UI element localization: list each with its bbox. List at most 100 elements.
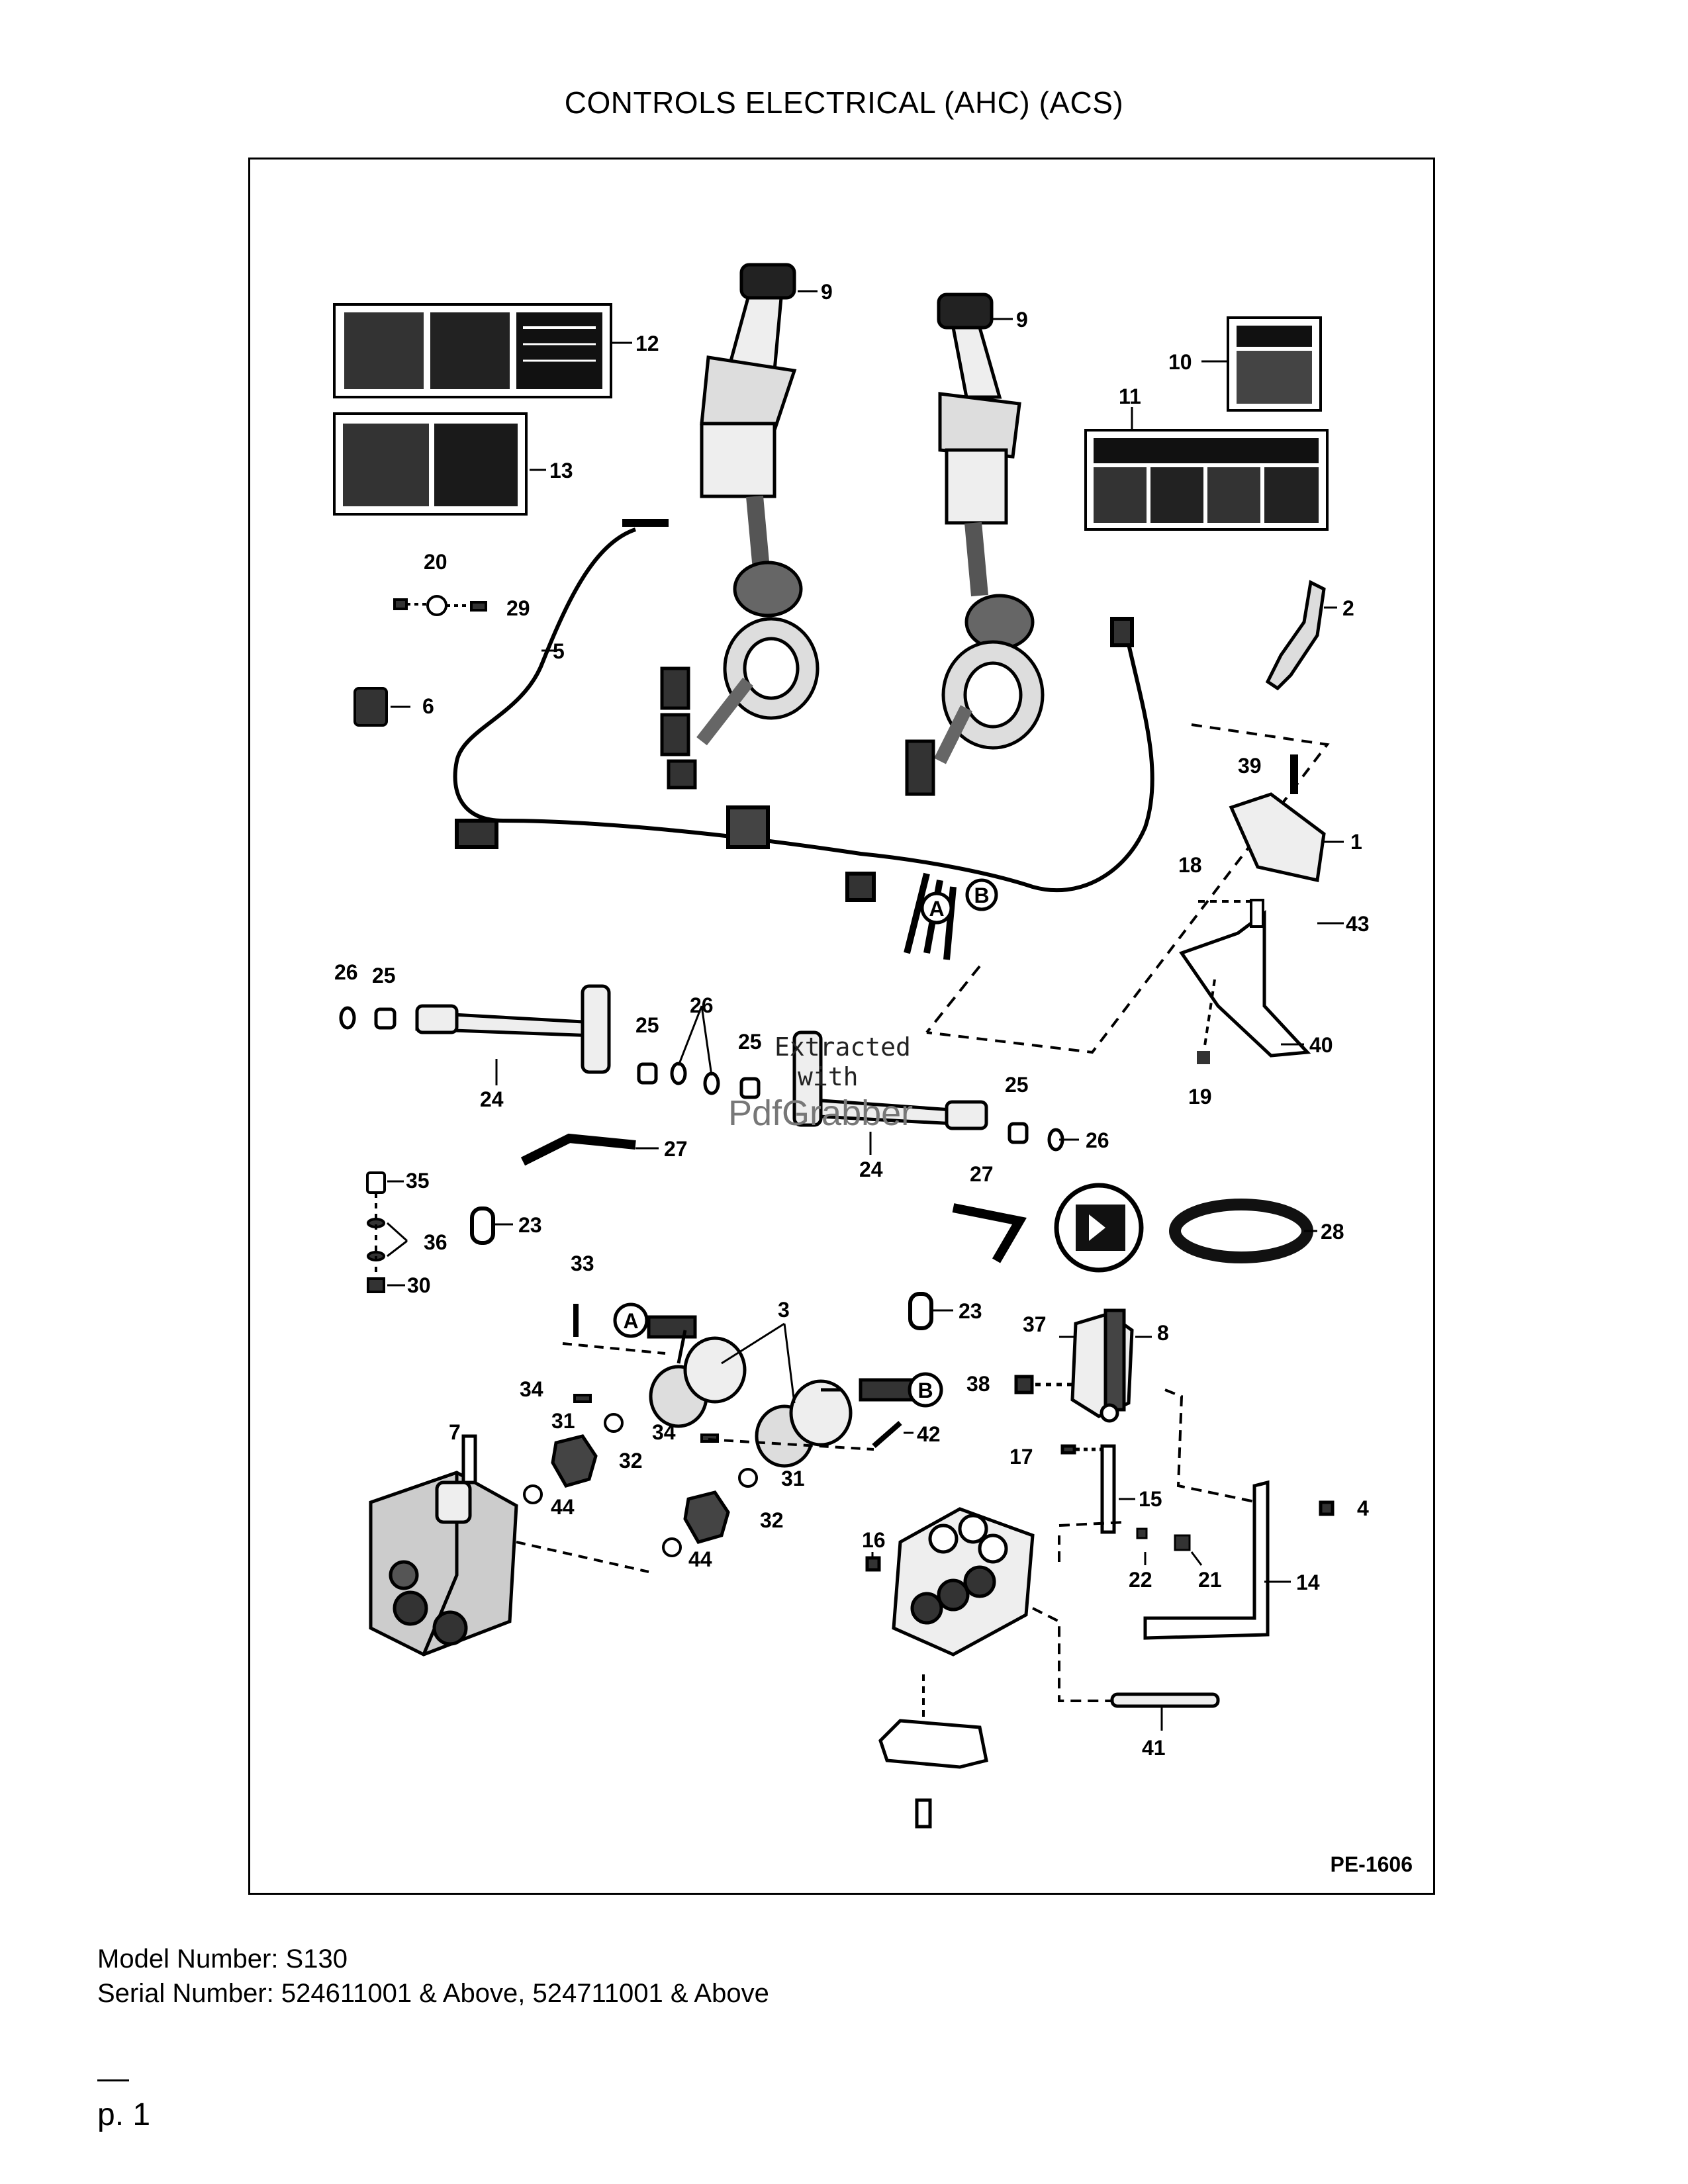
svg-text:A: A (929, 897, 944, 921)
callout-38: 38 (966, 1372, 990, 1396)
callout-32-right: 32 (760, 1508, 784, 1532)
callout-4: 4 (1357, 1496, 1369, 1520)
bracket-2 (1265, 580, 1326, 691)
callout-9-right: 9 (1016, 308, 1028, 332)
callout-31-right: 31 (781, 1467, 805, 1490)
model-number: Model Number: S130 (97, 1944, 348, 1974)
callout-44-right: 44 (688, 1547, 712, 1571)
connector-a-upper: A (920, 891, 953, 925)
callout-44-left: 44 (551, 1495, 575, 1519)
pedal-assembly (865, 1507, 1220, 1829)
joystick-right (905, 293, 1045, 796)
callout-15: 15 (1139, 1487, 1162, 1511)
connector-a-lower: A (613, 1302, 649, 1338)
callout-34-left: 34 (520, 1377, 543, 1401)
callout-25-d: 25 (1005, 1073, 1029, 1097)
hex-key-27 (520, 1133, 1027, 1263)
callout-26-b: 26 (690, 993, 714, 1017)
callout-25-b: 25 (635, 1013, 659, 1037)
coil-fasteners (523, 1304, 902, 1557)
sensor-8 (1014, 1308, 1134, 1423)
callout-5: 5 (553, 639, 565, 663)
callout-30: 30 (407, 1273, 431, 1297)
switch-6 (353, 687, 410, 727)
callout-39: 39 (1238, 754, 1262, 778)
callout-26-c: 26 (1086, 1128, 1109, 1152)
small-hardware-21-22-17 (1136, 1527, 1191, 1551)
plate-40 (1179, 899, 1311, 1064)
rod-15 (1060, 1444, 1116, 1534)
callout-18: 18 (1178, 853, 1202, 877)
callout-25-c: 25 (738, 1030, 762, 1054)
callout-23-left: 23 (518, 1213, 542, 1237)
svg-text:A: A (623, 1309, 638, 1333)
wire-harness (453, 519, 1154, 1034)
svg-text:PdfGrabber: PdfGrabber (728, 1093, 913, 1133)
callout-33: 33 (571, 1251, 594, 1275)
control-valve-7 (369, 1434, 649, 1657)
callout-24-left: 24 (480, 1087, 504, 1111)
page-title: CONTROLS ELECTRICAL (AHC) (ACS) (564, 85, 1124, 120)
decal-12 (333, 303, 612, 398)
joystick-left (660, 263, 820, 790)
callout-20: 20 (424, 550, 447, 574)
svg-text:with: with (798, 1062, 859, 1091)
hardware-20-29 (393, 595, 487, 616)
bracket-14 (1143, 1388, 1335, 1640)
cable-28 (1054, 1183, 1313, 1273)
decal-11 (1084, 429, 1329, 531)
callout-23-right: 23 (959, 1299, 982, 1323)
callout-3: 3 (778, 1298, 790, 1322)
svg-text:B: B (917, 1379, 933, 1402)
callout-16: 16 (862, 1528, 886, 1552)
solenoid-coils-3 (647, 1315, 915, 1468)
callout-29: 29 (506, 596, 530, 620)
callout-31-left: 31 (551, 1409, 575, 1433)
callout-10: 10 (1168, 350, 1192, 374)
callout-labels: 1 2 3 4 5 6 7 8 9 9 10 11 12 13 14 15 16… (334, 280, 1370, 1760)
linkage-rod-left (415, 984, 611, 1074)
grommet-23 (470, 1206, 933, 1330)
callout-28: 28 (1321, 1220, 1344, 1244)
callout-43: 43 (1346, 912, 1370, 936)
callout-41: 41 (1142, 1736, 1166, 1760)
decal-10 (1227, 316, 1322, 412)
callout-12: 12 (635, 332, 659, 355)
callout-26-a: 26 (334, 960, 358, 984)
callout-8: 8 (1157, 1321, 1169, 1345)
callout-19: 19 (1188, 1085, 1212, 1109)
callout-40: 40 (1309, 1033, 1333, 1057)
page-number-rule (97, 2079, 129, 2081)
callout-34-right: 34 (652, 1420, 676, 1444)
serial-number: Serial Number: 524611001 & Above, 524711… (97, 1979, 769, 2008)
callout-42: 42 (917, 1422, 941, 1446)
callout-22: 22 (1129, 1568, 1152, 1592)
callout-11: 11 (1119, 385, 1141, 408)
callout-37: 37 (1023, 1312, 1047, 1336)
callout-25-a: 25 (372, 964, 396, 987)
fasteners-35-36-30 (366, 1171, 386, 1293)
leader-lines (386, 290, 1344, 1731)
callout-6: 6 (422, 694, 434, 718)
callout-35: 35 (406, 1169, 430, 1193)
diagram-frame (248, 158, 1435, 1895)
callout-1: 1 (1350, 830, 1362, 854)
connector-b-upper: B (965, 878, 998, 911)
pdfgrabber-watermark: Extracted with PdfGrabber (728, 1032, 913, 1133)
callout-13: 13 (549, 459, 573, 482)
callout-27-right: 27 (970, 1162, 994, 1186)
svg-text:B: B (974, 884, 989, 907)
drawing-number: PE-1606 (1330, 1852, 1413, 1876)
nuts-32 (551, 1434, 730, 1544)
callout-27-left: 27 (664, 1137, 688, 1161)
callout-2: 2 (1342, 596, 1354, 620)
callout-24-right: 24 (859, 1158, 883, 1181)
callout-9-left: 9 (821, 280, 833, 304)
callout-36: 36 (424, 1230, 447, 1254)
svg-text:Extracted: Extracted (774, 1032, 911, 1062)
callout-17: 17 (1009, 1445, 1033, 1469)
mount-bracket-1 (1229, 754, 1326, 883)
callout-14: 14 (1296, 1570, 1320, 1594)
decal-13 (333, 412, 528, 516)
